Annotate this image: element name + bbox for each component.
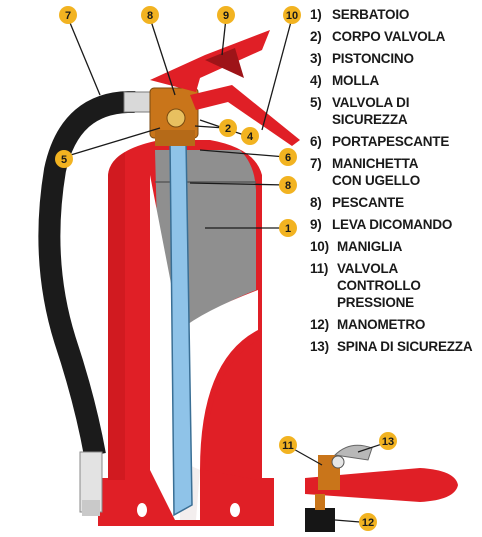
callout-12: 12 — [359, 513, 377, 531]
legend-number: 11) — [310, 260, 337, 311]
inset-gauge — [305, 508, 335, 532]
callout-2: 2 — [219, 119, 237, 137]
legend-text: CORPO VALVOLA — [332, 28, 480, 45]
callout-label: 2 — [225, 123, 231, 135]
legend-number: 3) — [310, 50, 332, 67]
legend-number: 8) — [310, 194, 332, 211]
legend-item: 6)PORTAPESCANTE — [310, 133, 480, 150]
callout-label: 13 — [382, 436, 394, 448]
legend-text: PISTONCINO — [332, 50, 480, 67]
legend-item: 13)SPINA DI SICUREZZA — [310, 338, 480, 355]
callout-label: 4 — [247, 131, 254, 143]
legend-text: VALVOLA CONTROLLO PRESSIONE — [337, 260, 480, 311]
legend-item: 8)PESCANTE — [310, 194, 480, 211]
legend-text: MANIGLIA — [337, 238, 480, 255]
callout-label: 8 — [147, 10, 153, 22]
legend-number: 12) — [310, 316, 337, 333]
legend-text: SERBATOIO — [332, 6, 480, 23]
legend-number: 5) — [310, 94, 332, 128]
legend-text: MANICHETTA CON UGELLO — [332, 155, 480, 189]
legend-number: 7) — [310, 155, 332, 189]
legend-item: 1)SERBATOIO — [310, 6, 480, 23]
callout-1: 1 — [279, 219, 297, 237]
legend-text: SPINA DI SICUREZZA — [337, 338, 480, 355]
legend-item: 4)MOLLA — [310, 72, 480, 89]
callout-13: 13 — [379, 432, 397, 450]
valve-neck — [155, 130, 195, 146]
legend-number: 6) — [310, 133, 332, 150]
callout-label: 1 — [285, 223, 291, 235]
valve-knob — [167, 109, 185, 127]
legend-item: 7)MANICHETTA CON UGELLO — [310, 155, 480, 189]
legend-item: 12)MANOMETRO — [310, 316, 480, 333]
callout-7: 7 — [59, 6, 77, 24]
callout-label: 5 — [61, 154, 67, 166]
legend-text: VALVOLA DI SICUREZZA — [332, 94, 480, 128]
legend-text: PESCANTE — [332, 194, 480, 211]
callout-8: 8 — [279, 176, 297, 194]
inset-pin — [332, 456, 344, 468]
callout-8-top: 8 — [141, 6, 159, 24]
legend-item: 11)VALVOLA CONTROLLO PRESSIONE — [310, 260, 480, 311]
callout-label: 11 — [282, 440, 294, 452]
legend-item: 2)CORPO VALVOLA — [310, 28, 480, 45]
callout-label: 8 — [285, 180, 291, 192]
legend-number: 10) — [310, 238, 337, 255]
legend-number: 2) — [310, 28, 332, 45]
callout-label: 6 — [285, 152, 291, 164]
callout-label: 9 — [223, 10, 229, 22]
tank-shadow — [108, 152, 125, 480]
legend-text: MANOMETRO — [337, 316, 480, 333]
base-hole-left — [137, 503, 147, 517]
legend-item: 10)MANIGLIA — [310, 238, 480, 255]
legend-item: 3)PISTONCINO — [310, 50, 480, 67]
callout-5: 5 — [55, 150, 73, 168]
inset-gauge-stem — [315, 494, 325, 510]
callout-label: 10 — [286, 10, 298, 22]
callout-label: 7 — [65, 10, 71, 22]
callout-9: 9 — [217, 6, 235, 24]
callout-11: 11 — [279, 436, 297, 454]
legend-number: 9) — [310, 216, 332, 233]
legend-number: 1) — [310, 6, 332, 23]
legend-number: 4) — [310, 72, 332, 89]
legend-text: LEVA DICOMANDO — [332, 216, 480, 233]
callout-label: 12 — [362, 517, 374, 529]
callout-6: 6 — [279, 148, 297, 166]
legend-text: MOLLA — [332, 72, 480, 89]
legend-item: 5)VALVOLA DI SICUREZZA — [310, 94, 480, 128]
legend-text: PORTAPESCANTE — [332, 133, 480, 150]
callout-4: 4 — [241, 127, 259, 145]
legend-number: 13) — [310, 338, 337, 355]
legend-item: 9)LEVA DICOMANDO — [310, 216, 480, 233]
hose-fitting — [124, 92, 150, 112]
base-hole-right — [230, 503, 240, 517]
callout-10: 10 — [283, 6, 301, 24]
hose-nozzle-tip — [82, 500, 100, 516]
